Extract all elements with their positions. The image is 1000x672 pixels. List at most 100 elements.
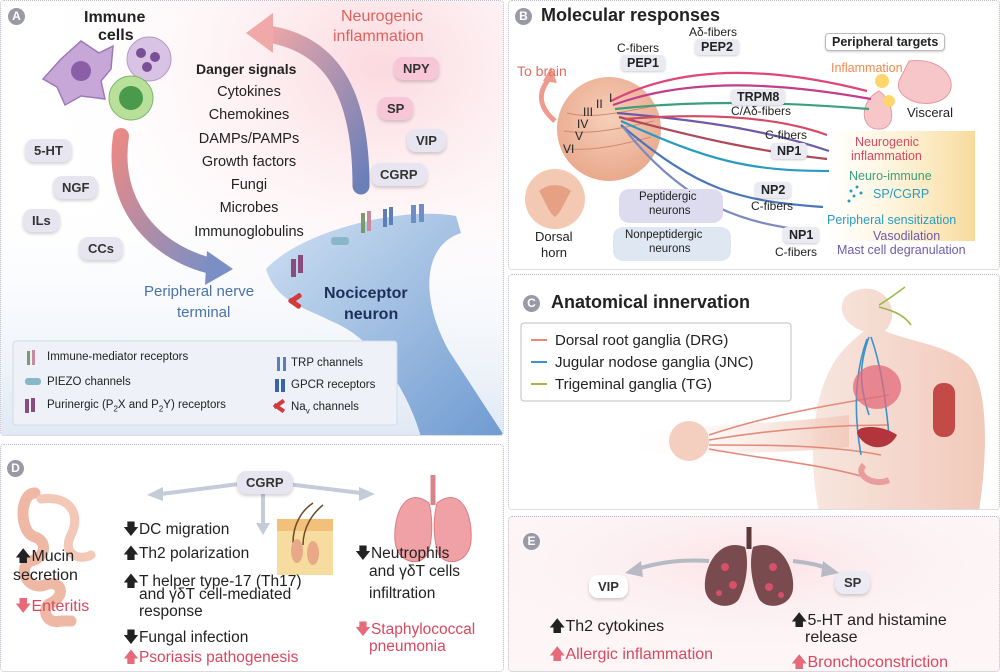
inflammation-label: Inflammation [831, 61, 903, 75]
up-arrow-icon: 🡅 [123, 573, 139, 590]
th2-polarization-line: 🡅Th2 polarization [123, 541, 249, 568]
immune-arc-arrowhead [205, 251, 233, 285]
up-arrow-icon: 🡅 [15, 548, 32, 565]
legend-purinergic-sub2: 2 [158, 404, 164, 414]
panel-e: E VIP SP 🡅Th2 cytokines 🡅Allergic inflam… [508, 516, 1000, 672]
fungal-infection-text: Fungal infection [138, 629, 249, 646]
enteritis-line: 🡇Enteritis [15, 595, 89, 622]
staph-line-1: 🡇Staphylococcal [355, 617, 475, 644]
dc-migration-line: 🡇DC migration [123, 517, 229, 544]
panel-b-badge: B [515, 8, 532, 25]
mucin-text-1: Mucin [31, 548, 75, 565]
neurogenic-inflammation-label-b1: Neurogenic [855, 135, 919, 149]
sp-cgrp-dots [847, 185, 863, 203]
legend-nav-sub: v [305, 406, 310, 416]
immune-cells-label-1: Immune [84, 9, 146, 26]
neutrophils-line-3: infiltration [369, 585, 436, 602]
panel-c-legend: Dorsal root ganglia (DRG) Jugular nodose … [531, 329, 753, 395]
neutrophils-line-2: and γδT cells [369, 563, 461, 580]
panel-e-badge: E [523, 533, 540, 550]
pill-vip: VIP [407, 129, 446, 152]
arm-muscle-icon [933, 383, 955, 437]
peptidergic-label-2: neurons [649, 205, 691, 217]
up-arrow-icon: 🡅 [549, 646, 566, 663]
sp-cgrp-label: SP/CGRP [873, 187, 930, 201]
inflamed-lungs-icon [704, 527, 794, 606]
th2-cytokines-text: Th2 cytokines [565, 618, 665, 635]
panel-c-title: Anatomical innervation [551, 292, 751, 312]
lamina-i: I [609, 91, 613, 105]
ht-histamine-text-1: 5-HT and histamine [807, 612, 947, 629]
arrow-to-vip [636, 558, 710, 571]
down-arrow-icon: 🡇 [355, 545, 371, 562]
panel-d-art [17, 475, 472, 628]
immune-cells-label-2: cells [98, 27, 134, 44]
immune-arc [111, 128, 219, 274]
down-arrow-icon: 🡇 [15, 598, 32, 615]
dorsal-horn-label-2: horn [541, 245, 568, 260]
legend-piezo: PIEZO channels [47, 376, 131, 388]
broncho-text: Bronchoconstriction [807, 654, 948, 671]
gdt-response-line-2: response [139, 603, 203, 620]
nociceptor-neuron-shape [266, 213, 503, 435]
panel-b-title: Molecular responses [541, 5, 721, 25]
pep2-box: PEP2 [695, 39, 739, 55]
immune-cells-icon [41, 36, 172, 121]
vip-pill: VIP [589, 575, 628, 598]
intestine-icon [17, 487, 96, 628]
trpm8-fiber-label: C/Aδ-fibers [731, 104, 792, 118]
legend-gpcr: GPCR receptors [291, 379, 376, 391]
pill-sp: SP [378, 97, 414, 120]
pill-ils: ILs [23, 209, 60, 232]
danger-item: Microbes [219, 200, 279, 217]
np2-box: NP2 [755, 182, 792, 198]
down-arrow-icon: 🡇 [123, 629, 139, 646]
spinal-cord-section [557, 77, 661, 181]
danger-signals-list: Cytokines Chemokines DAMPs/PAMPs Growth … [179, 81, 319, 244]
lamina-vi: VI [563, 142, 575, 156]
arrow-to-vip-head [625, 561, 643, 577]
panel-c: C Anatomical innervation Dorsal root gan… [508, 274, 1000, 510]
legend-icons [25, 350, 286, 414]
legend-purinergic-pre: Purinergic (P [47, 399, 114, 411]
legend-nav: Nav channels [291, 401, 359, 415]
th2-polarization-text: Th2 polarization [138, 545, 250, 562]
danger-item: Immunoglobulins [194, 223, 304, 240]
arrow-to-sp-head [821, 561, 839, 577]
arrow-to-gut-head [147, 487, 163, 501]
nonpeptidergic-label-1: Nonpeptidergic [625, 229, 703, 241]
allergic-text: Allergic inflammation [565, 646, 714, 663]
pill-ccs: CCs [79, 237, 124, 260]
down-arrow-icon: 🡇 [355, 621, 371, 638]
mast-cell-label: Mast cell degranulation [837, 243, 966, 257]
dorsal-horn-label-1: Dorsal [535, 229, 573, 244]
danger-item: Chemokines [208, 107, 290, 124]
lamina-iii: III [583, 105, 594, 119]
lamina-iv: IV [577, 117, 589, 131]
legend-label: Dorsal root ganglia (DRG) [555, 331, 729, 349]
danger-signals-title: Danger signals [196, 61, 297, 77]
up-arrow-icon: 🡅 [123, 545, 139, 562]
psoriasis-line: 🡅Psoriasis pathogenesis [123, 645, 298, 671]
arrow-to-gut [160, 482, 240, 496]
pill-cgrp: CGRP [371, 163, 427, 186]
up-arrow-icon: 🡅 [549, 618, 566, 635]
pep1-box: PEP1 [621, 55, 665, 71]
neutrophils-line-1: 🡇Neutrophils [355, 541, 449, 568]
arrow-to-skin-head [256, 523, 270, 535]
legend-label: Trigeminal ganglia (TG) [555, 375, 712, 393]
peripheral-nerve-label-2: terminal [177, 304, 231, 321]
allergic-inflammation-line: 🡅Allergic inflammation [549, 643, 713, 670]
enteritis-text: Enteritis [31, 598, 90, 615]
panel-a: A Immune cells Neurogenic inflammation D… [0, 0, 504, 436]
neurogenic-inflammation-label-b2: inflammation [851, 149, 922, 163]
th17-line: 🡅T helper type-17 (Th17) [123, 569, 301, 596]
nociceptor-label-2: neuron [344, 306, 399, 323]
legend-row-1: Jugular nodose ganglia (JNC) [531, 351, 753, 373]
legend-row-0: Dorsal root ganglia (DRG) [531, 329, 753, 351]
peripheral-sensitization-label: Peripheral sensitization [827, 213, 957, 227]
mucin-line-1: 🡅Mucin [15, 545, 74, 572]
nonpeptidergic-oval [613, 227, 731, 261]
liver-icon [857, 426, 897, 448]
np1-box-upper: NP1 [771, 143, 808, 159]
